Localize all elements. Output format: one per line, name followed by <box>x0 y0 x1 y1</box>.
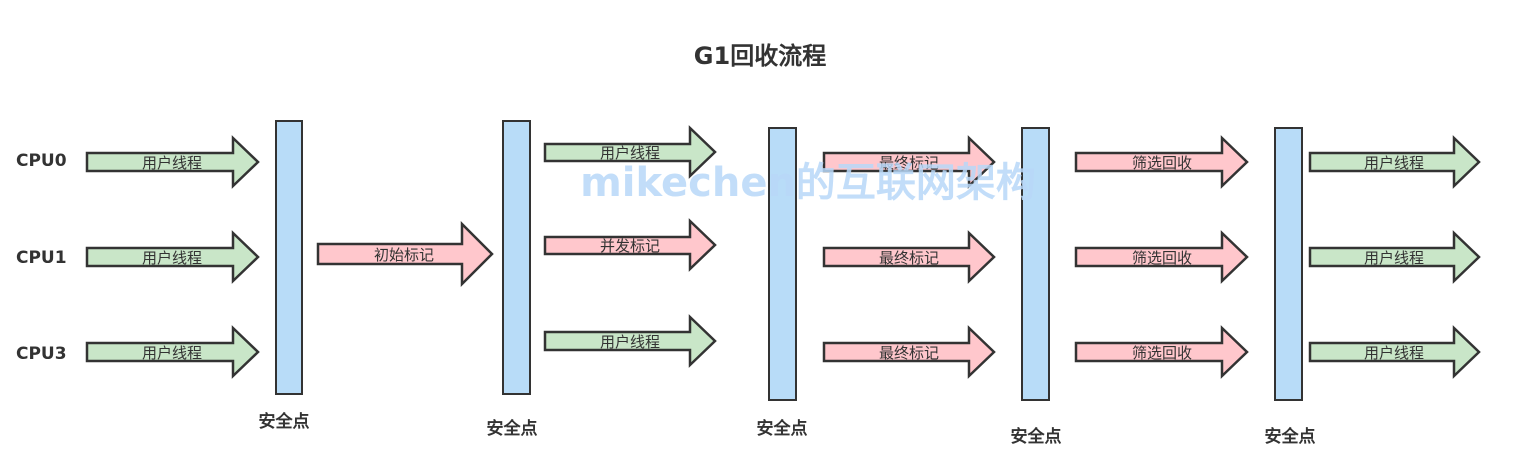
arrow-label: 并发标记 <box>600 237 660 255</box>
cpu-label-3: CPU3 <box>16 344 67 364</box>
arrow-label: 最终标记 <box>879 249 939 267</box>
watermark-text: mikechen的互联网架构 <box>580 160 1036 206</box>
arrow-cpu0-cleanup: 筛选回收 <box>1074 135 1249 189</box>
arrow-cpu3-user-thread-1: 用户线程 <box>85 325 260 379</box>
arrow-cpu1-user-thread-1: 用户线程 <box>85 230 260 284</box>
arrow-cpu3-final-mark: 最终标记 <box>822 325 996 379</box>
arrow-concurrent-mark: 并发标记 <box>543 218 717 272</box>
arrow-cpu1-final-mark: 最终标记 <box>822 230 996 284</box>
safepoint-bar-1 <box>275 120 303 395</box>
arrow-label: 用户线程 <box>600 144 660 162</box>
arrow-cpu3-user-thread-3: 用户线程 <box>1308 325 1481 379</box>
arrow-label: 用户线程 <box>142 344 202 362</box>
arrow-label: 最终标记 <box>879 154 939 172</box>
arrow-cpu3-user-thread-2: 用户线程 <box>543 314 717 368</box>
safepoint-label-5: 安全点 <box>1265 426 1316 447</box>
arrow-label: 用户线程 <box>142 154 202 172</box>
arrow-cpu0-final-mark: 最终标记 <box>822 135 996 189</box>
cpu-label-1: CPU1 <box>16 248 67 268</box>
arrow-cpu1-user-thread-3: 用户线程 <box>1308 230 1481 284</box>
arrow-cpu1-cleanup: 筛选回收 <box>1074 230 1249 284</box>
arrow-label: 筛选回收 <box>1132 344 1192 362</box>
safepoint-label-3: 安全点 <box>757 418 808 439</box>
arrow-label: 筛选回收 <box>1132 249 1192 267</box>
arrow-cpu0-user-thread-3: 用户线程 <box>1308 135 1481 189</box>
arrow-label: 筛选回收 <box>1132 154 1192 172</box>
safepoint-bar-3 <box>768 127 797 401</box>
diagram-title: G1回收流程 <box>694 42 826 70</box>
safepoint-bar-5 <box>1274 127 1303 401</box>
cpu-label-0: CPU0 <box>16 151 67 171</box>
safepoint-bar-2 <box>502 120 531 395</box>
safepoint-label-4: 安全点 <box>1011 426 1062 447</box>
arrow-label: 最终标记 <box>879 344 939 362</box>
safepoint-bar-4 <box>1021 127 1050 401</box>
arrow-label: 用户线程 <box>600 333 660 351</box>
arrow-label: 用户线程 <box>1364 344 1424 362</box>
safepoint-label-1: 安全点 <box>259 411 310 432</box>
arrow-label: 用户线程 <box>1364 249 1424 267</box>
arrow-cpu3-cleanup: 筛选回收 <box>1074 325 1249 379</box>
arrow-label: 用户线程 <box>142 249 202 267</box>
arrow-cpu0-user-thread-2: 用户线程 <box>543 125 717 179</box>
arrow-label: 用户线程 <box>1364 154 1424 172</box>
safepoint-label-2: 安全点 <box>487 418 538 439</box>
arrow-label: 初始标记 <box>374 246 434 264</box>
arrow-initial-mark: 初始标记 <box>316 220 494 288</box>
arrow-cpu0-user-thread-1: 用户线程 <box>85 135 260 189</box>
